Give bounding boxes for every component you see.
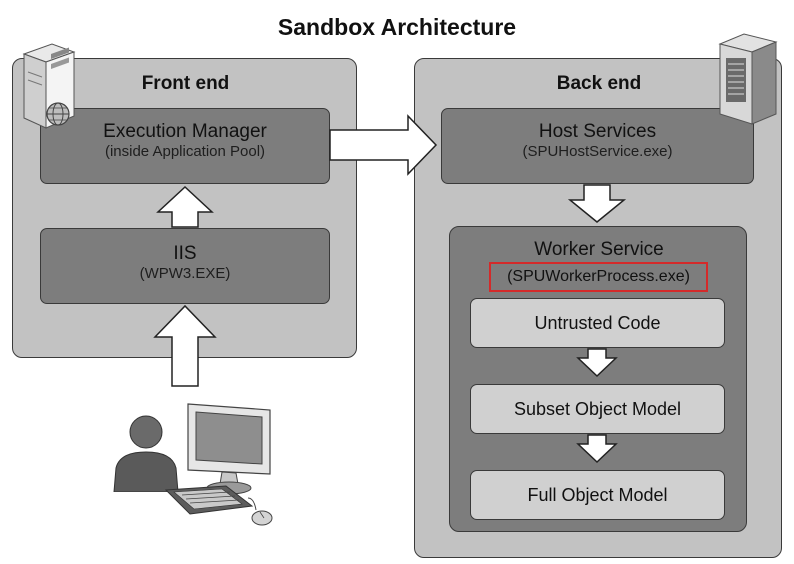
host-services-box: Host Services (SPUHostService.exe) <box>441 108 754 184</box>
full-object-model-box: Full Object Model <box>470 470 725 520</box>
diagram-title: Sandbox Architecture <box>277 14 517 40</box>
worker-process-highlight: (SPUWorkerProcess.exe) <box>489 262 708 292</box>
arrow-right-icon <box>329 114 438 176</box>
host-services-sub: (SPUHostService.exe) <box>522 143 673 160</box>
iis-label: IIS <box>173 243 197 264</box>
arrow-down-host-icon <box>567 184 627 223</box>
host-services-label: Host Services <box>538 121 657 142</box>
arrow-up-user-icon <box>153 304 217 387</box>
arrow-down-step1-icon <box>576 348 618 378</box>
subset-object-model-box: Subset Object Model <box>470 384 725 434</box>
user-icon <box>113 415 179 492</box>
arrow-up-iis-icon <box>156 185 214 228</box>
execution-manager-label: Execution Manager <box>103 121 267 142</box>
mouse-icon <box>247 497 273 526</box>
server-icon <box>22 43 76 129</box>
worker-service-sub: (SPUWorkerProcess.exe) <box>507 268 690 285</box>
iis-sub: (WPW3.EXE) <box>139 265 231 282</box>
arrow-down-step2-icon <box>576 434 618 464</box>
untrusted-code-box: Untrusted Code <box>470 298 725 348</box>
server-rack-icon <box>718 33 778 125</box>
keyboard-icon <box>164 485 254 515</box>
back-end-title: Back end <box>556 73 642 94</box>
front-end-title: Front end <box>141 73 230 94</box>
worker-service-label: Worker Service <box>534 239 664 260</box>
computer-icon <box>187 403 271 495</box>
execution-manager-sub: (inside Application Pool) <box>104 143 266 160</box>
iis-box: IIS (WPW3.EXE) <box>40 228 330 304</box>
